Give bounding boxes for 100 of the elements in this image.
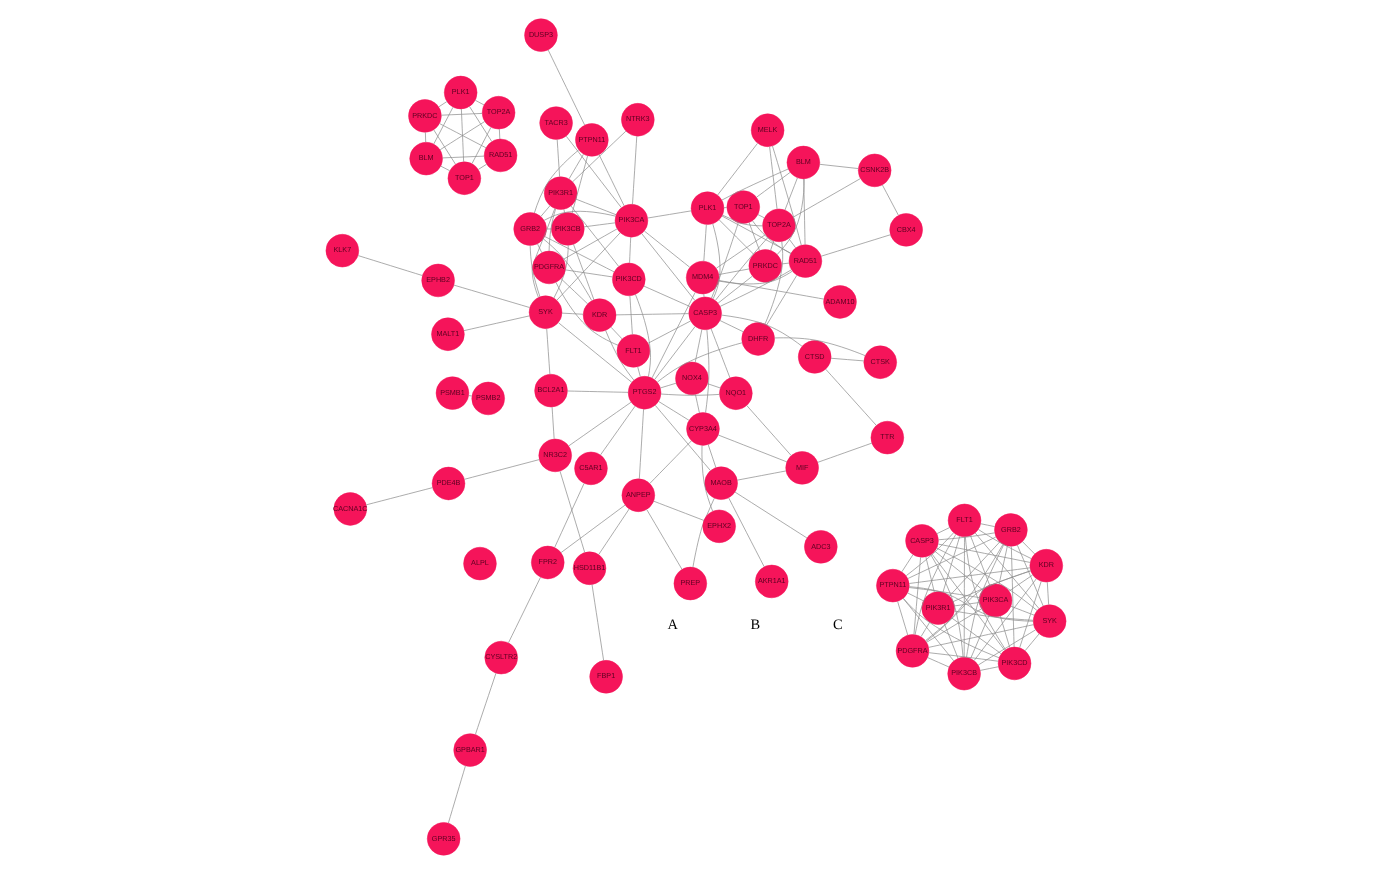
connector: [551, 406, 555, 440]
connector: [722, 214, 763, 227]
connector: [954, 602, 980, 607]
connector: [999, 615, 1011, 649]
connector: [565, 135, 622, 208]
connector: [707, 383, 721, 389]
connector: [718, 268, 750, 275]
connector: [920, 621, 931, 637]
connector: [591, 584, 604, 661]
connector: [531, 208, 556, 298]
connector: [1011, 546, 1015, 648]
connector: [544, 236, 615, 273]
connector: [656, 342, 743, 383]
connector: [974, 532, 1040, 609]
connector: [605, 330, 635, 381]
connector: [927, 657, 950, 668]
connector: [820, 234, 891, 257]
connector: [721, 314, 803, 347]
connector: [475, 672, 497, 735]
connector: [643, 285, 691, 307]
connector: [357, 255, 423, 276]
connector: [979, 666, 999, 671]
connector: [560, 278, 588, 305]
connector: [951, 617, 1002, 655]
connector: [998, 545, 1008, 585]
connector: [647, 210, 692, 219]
connector: [433, 129, 456, 165]
connector: [703, 224, 707, 262]
connector: [1008, 574, 1034, 592]
connector: [728, 497, 765, 568]
connector: [565, 269, 613, 278]
connector: [772, 145, 802, 246]
connector: [654, 326, 696, 380]
connector: [715, 237, 769, 301]
connector: [598, 508, 630, 555]
connector: [970, 615, 990, 659]
connector: [644, 230, 690, 268]
connector: [792, 178, 861, 218]
connector: [902, 598, 955, 662]
connector: [438, 101, 448, 108]
connector: [977, 529, 1032, 560]
connector: [453, 284, 530, 308]
connector: [930, 554, 964, 658]
connector: [718, 219, 754, 255]
connector: [954, 610, 1034, 621]
connector: [533, 149, 580, 214]
connector: [936, 527, 950, 534]
connector: [943, 623, 959, 659]
connector: [752, 220, 792, 254]
connector: [718, 270, 793, 285]
connector: [970, 535, 990, 586]
connector: [568, 153, 584, 180]
connector: [719, 320, 744, 333]
connector: [776, 178, 805, 255]
connector: [365, 487, 433, 506]
connector: [575, 198, 617, 216]
connector: [757, 214, 765, 219]
connector: [934, 550, 984, 591]
connector: [610, 326, 623, 340]
connector: [573, 244, 595, 301]
connector: [632, 135, 638, 205]
connector: [770, 240, 775, 251]
connector: [563, 228, 618, 260]
connector: [540, 205, 551, 217]
connector: [734, 491, 808, 539]
connector: [719, 269, 792, 307]
connector: [925, 570, 1031, 642]
connector: [966, 544, 1005, 658]
connector: [1024, 633, 1040, 652]
connector: [980, 523, 996, 527]
connector: [710, 328, 731, 379]
connector: [658, 401, 690, 421]
connector: [908, 567, 1031, 584]
connector: [711, 222, 739, 299]
connector: [803, 178, 806, 245]
connector: [556, 232, 621, 301]
connector: [764, 241, 784, 325]
connector: [654, 404, 711, 471]
connector: [718, 434, 788, 463]
connector: [548, 208, 556, 252]
connector: [499, 128, 501, 140]
connector: [928, 624, 1034, 648]
connector: [463, 315, 530, 331]
connector: [615, 313, 689, 316]
connector: [660, 382, 677, 389]
connector: [736, 470, 787, 481]
connector: [461, 108, 465, 163]
connector: [717, 275, 753, 304]
connector: [936, 547, 1038, 611]
connector: [471, 127, 492, 164]
connector: [769, 146, 778, 210]
connector: [543, 210, 616, 221]
connector: [905, 532, 954, 577]
connector: [825, 368, 877, 426]
connector: [660, 393, 720, 396]
connector: [928, 652, 999, 662]
connector: [441, 113, 483, 116]
connector: [819, 163, 859, 169]
connector: [553, 245, 569, 299]
connector: [788, 238, 796, 249]
